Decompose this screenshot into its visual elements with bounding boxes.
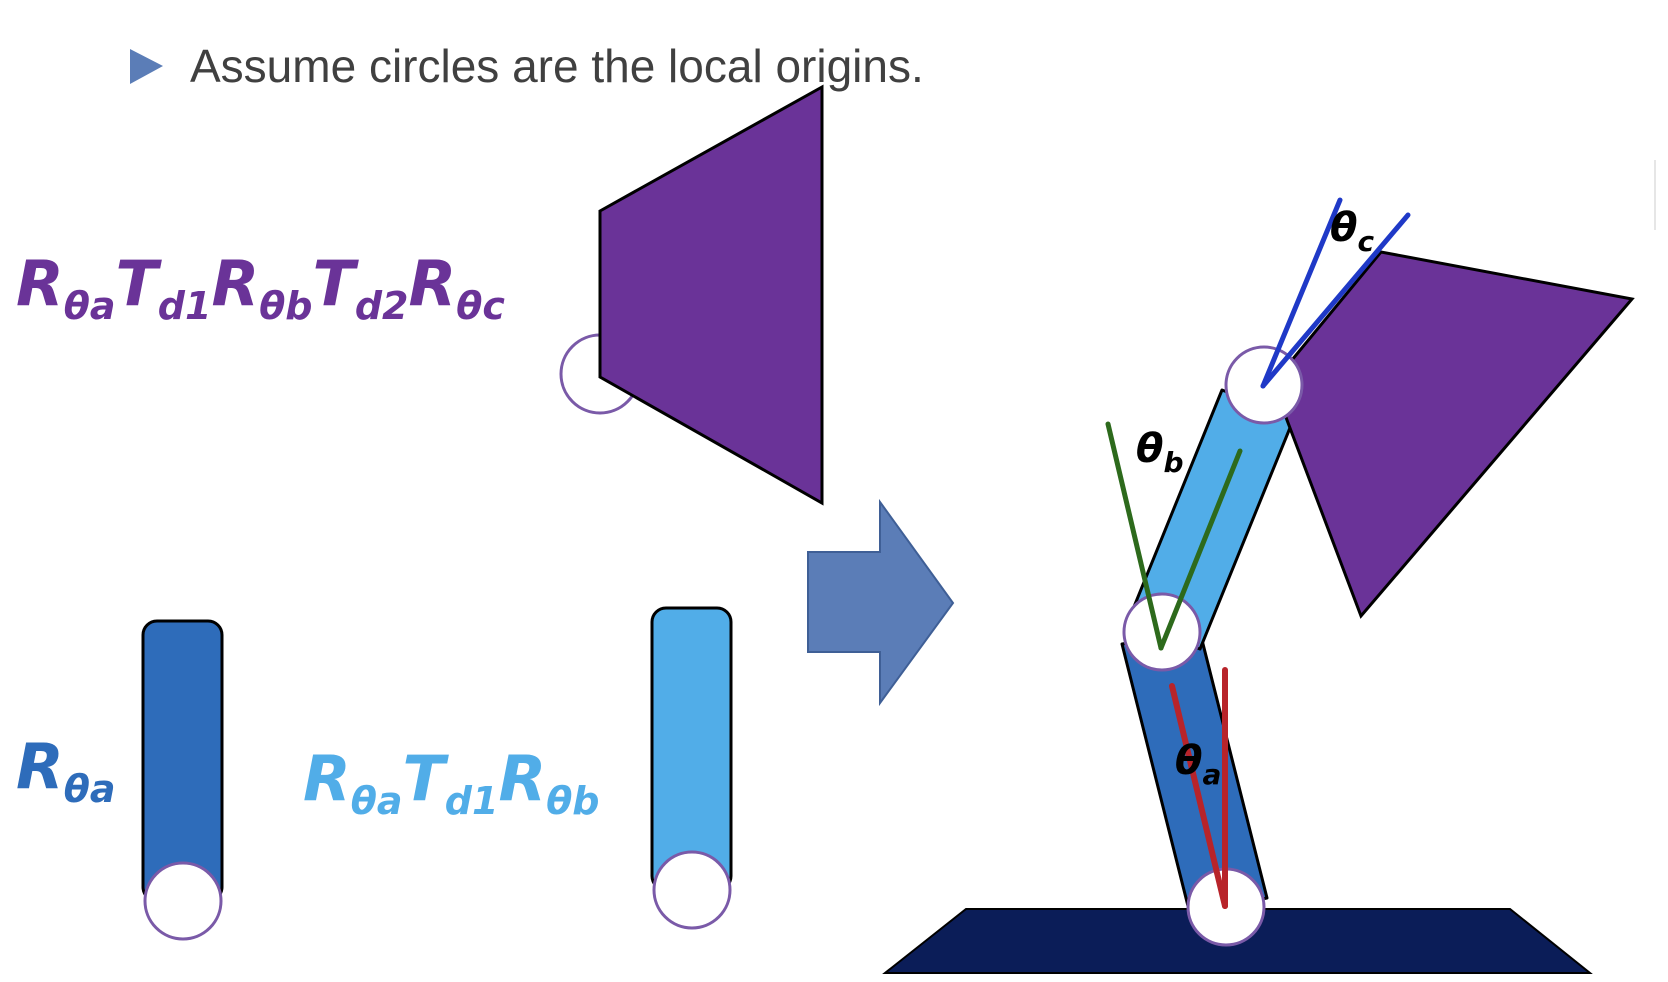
purple-head-shape [598, 84, 824, 506]
bullet-marker-icon [130, 49, 163, 84]
theta-a-sub: a [1202, 758, 1221, 791]
formula-light-blue: RθaTd1Rθb [303, 742, 600, 823]
formula-purple-base-1: R [16, 247, 64, 320]
joint-circle-middle [1122, 592, 1202, 672]
transform-arrow-icon [807, 498, 955, 707]
formula-dark-blue-base-1: R [16, 730, 64, 803]
formula-purple-sub-4: d2 [355, 284, 409, 328]
theta-b-line-right [1158, 448, 1243, 651]
formula-purple-sub-1: θa [64, 284, 116, 328]
assembled-purple-head [1271, 250, 1635, 619]
bullet-text: Assume circles are the local origins. [190, 40, 924, 92]
formula-purple-sub-5: θc [456, 284, 505, 328]
theta-c-base: θ [1330, 205, 1357, 251]
theta-b-label: θb [1136, 426, 1184, 479]
theta-c-line-steep [1260, 197, 1343, 389]
formula-dark-blue-sub-1: θa [64, 767, 116, 811]
formula-purple-base-2: T [116, 247, 163, 320]
formula-purple-base-5: R [408, 247, 456, 320]
theta-a-base: θ [1175, 738, 1202, 784]
formula-light-blue-sub-1: θa [351, 779, 403, 823]
formula-light-blue-base-1: R [303, 742, 351, 815]
light-blue-link [650, 606, 733, 892]
theta-c-sub: c [1357, 225, 1374, 258]
theta-c-line-shallow [1260, 212, 1411, 389]
formula-light-blue-sub-2: d1 [445, 779, 499, 823]
formula-purple-base-4: T [313, 247, 360, 320]
formula-purple-sub-2: d1 [158, 284, 212, 328]
light-blue-origin-circle [652, 850, 732, 930]
theta-b-line-left [1105, 421, 1164, 651]
formula-light-blue-base-3: R [498, 742, 546, 815]
formula-purple: RθaTd1RθbTd2Rθc [16, 247, 505, 328]
formula-light-blue-sub-3: θb [546, 779, 599, 823]
theta-a-line-angled [1169, 683, 1228, 909]
dark-blue-link [141, 619, 224, 903]
theta-b-sub: b [1163, 446, 1183, 479]
formula-light-blue-base-2: T [403, 742, 450, 815]
formula-purple-sub-3: θb [259, 284, 312, 328]
theta-a-label: θa [1175, 738, 1221, 791]
formula-purple-base-3: R [211, 247, 259, 320]
theta-c-label: θc [1330, 205, 1374, 258]
dark-blue-origin-circle [143, 861, 223, 941]
formula-dark-blue: Rθa [16, 730, 116, 811]
theta-b-base: θ [1136, 426, 1163, 472]
